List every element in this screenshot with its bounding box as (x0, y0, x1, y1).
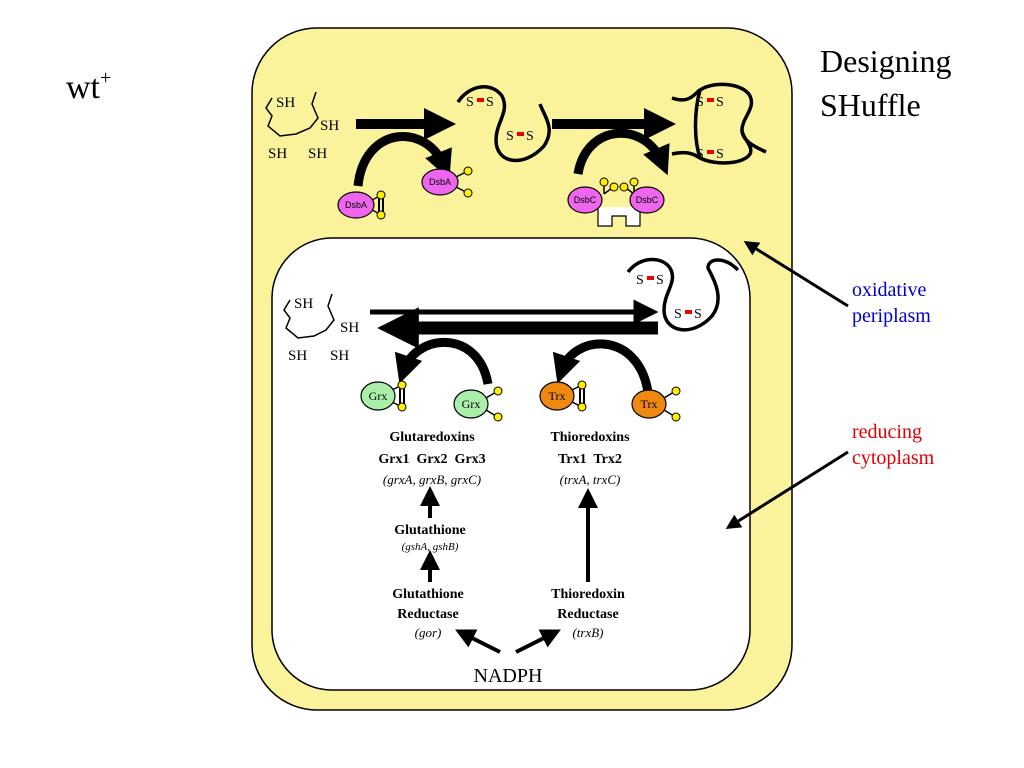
glutaredoxins-heading: Glutaredoxins (389, 430, 475, 445)
sulfur-label: S (486, 95, 494, 110)
trx-label: Trx (549, 389, 566, 403)
reduced-protein-periplasm: SH SH SH SH (265, 91, 339, 162)
disulfide-bond (477, 98, 484, 102)
glutaredoxins-genes: (grxA, grxB, grxC) (383, 472, 481, 487)
thiol-label: SH (308, 146, 327, 162)
strain-label: wt+ (66, 67, 111, 106)
glutathione-genes: (gshA, gshB) (402, 541, 459, 553)
dsbc-label: DsbC (574, 195, 597, 205)
dsba-recycle-arrow (353, 132, 452, 187)
oxidized-intermediate-protein: S S S S (456, 85, 551, 163)
thiol-label: SH (330, 348, 349, 364)
sulfur-label: S (506, 129, 514, 144)
dsbc-recycle-arrow (573, 128, 670, 176)
sulfur-label: S (694, 307, 702, 322)
grx-label: Grx (369, 389, 388, 403)
thiol-label: SH (268, 146, 287, 162)
sulfur-label: S (674, 307, 682, 322)
oxidative-label-line-2: periplasm (852, 305, 931, 327)
sulfur-label: S (636, 273, 644, 288)
oxidized-protein-cytoplasm: S S S S (626, 257, 740, 332)
disulfide-bond (517, 132, 524, 136)
grx-recycle-arrow (394, 337, 493, 386)
thioredoxins-members: Trx1 Trx2 (558, 452, 622, 467)
thiol-label: SH (276, 95, 295, 111)
reduced-protein-cytoplasm: SH SH SH SH (283, 293, 359, 364)
thiol-label: SH (294, 296, 313, 312)
disulfide-bond (647, 276, 654, 280)
glutathione-label: Glutathione (394, 523, 466, 538)
title-line-2: SHuffle (820, 87, 921, 123)
dsbc-label: DsbC (636, 195, 659, 205)
grx-reduced: Grx (453, 386, 503, 422)
glutathione-reductase-gene: (gor) (415, 625, 442, 640)
dsba-reduced: DsbA (421, 166, 473, 198)
reducing-pointer-arrow (725, 450, 849, 529)
thioredoxin-reductase-gene: (trxB) (572, 625, 603, 640)
grx-label: Grx (462, 397, 481, 411)
sulfur-label: S (466, 95, 474, 110)
disulfide-bond (707, 98, 714, 102)
sulfur-label: S (716, 147, 724, 162)
glutathione-reductase-line-1: Glutathione (392, 587, 464, 602)
sulfur-label: S (696, 95, 704, 110)
title-line-1: Designing (820, 43, 952, 79)
sulfur-label: S (526, 129, 534, 144)
disulfide-bond (685, 310, 692, 314)
glutaredoxins-members: Grx1 Grx2 Grx3 (378, 452, 485, 467)
sulfur-label: S (716, 95, 724, 110)
trx-recycle-arrow (552, 339, 653, 393)
thiol-label: SH (340, 320, 359, 336)
thioredoxins-heading: Thioredoxins (550, 430, 630, 445)
native-folded-protein: S S S S (671, 82, 767, 165)
trx-label: Trx (641, 397, 658, 411)
cytoplasm-compartment (271, 237, 751, 691)
dsba-label: DsbA (429, 177, 451, 187)
thioredoxins-genes: (trxA, trxC) (560, 472, 621, 487)
dsbc-dimer: DsbC DsbC (567, 177, 665, 227)
trx-reduced: Trx (631, 386, 681, 422)
sulfur-label: S (656, 273, 664, 288)
thiol-label: SH (288, 348, 307, 364)
dsba-oxidized: DsbA (337, 190, 386, 220)
thioredoxin-reductase-line-1: Thioredoxin (551, 587, 625, 602)
reducing-label-line-1: reducing (852, 421, 922, 443)
thioredoxin-reductase-line-2: Reductase (557, 607, 618, 622)
oxidative-label-line-1: oxidative (852, 279, 927, 301)
dsba-label: DsbA (345, 200, 367, 210)
grx-oxidized: Grx (360, 380, 407, 412)
nadph-to-glutathione-reductase-arrow (455, 629, 501, 654)
disulfide-bond (707, 150, 714, 154)
glutathione-reductase-line-2: Reductase (397, 607, 458, 622)
nadph-label: NADPH (474, 665, 543, 687)
trx-oxidized: Trx (539, 380, 587, 412)
nadph-to-thioredoxin-reductase-arrow (515, 629, 561, 654)
sulfur-label: S (696, 147, 704, 162)
thiol-label: SH (320, 118, 339, 134)
reducing-label-line-2: cytoplasm (852, 447, 935, 469)
oxidative-pointer-arrow (743, 241, 849, 308)
